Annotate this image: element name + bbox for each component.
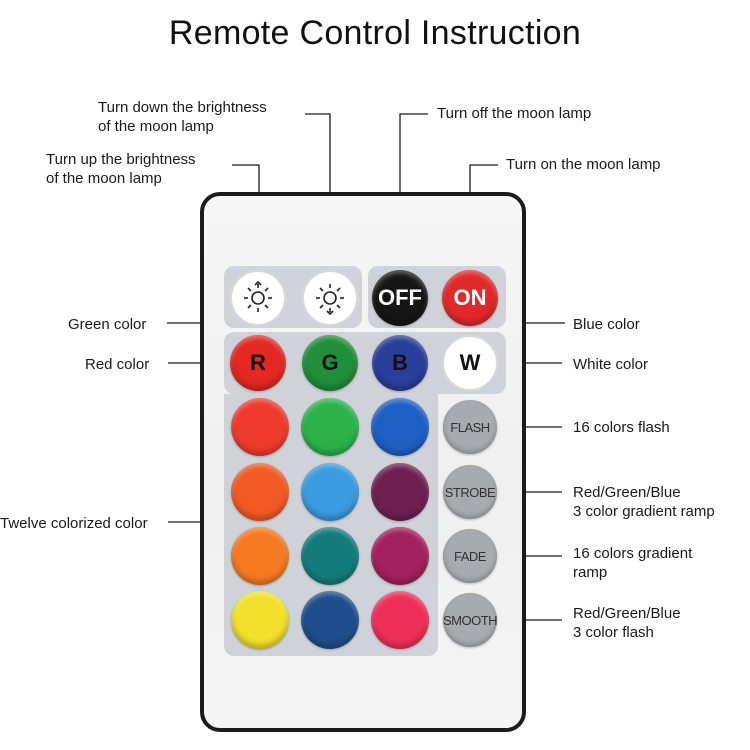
red-button[interactable]: R	[230, 335, 286, 391]
label-off: Turn off the moon lamp	[437, 105, 592, 122]
label-fade: 16 colors gradient ramp	[573, 545, 693, 581]
smooth-button[interactable]: SMOOTH	[443, 593, 498, 647]
blue-button[interactable]: B	[372, 335, 428, 391]
color-button-12[interactable]	[371, 591, 429, 649]
page-title: Remote Control Instruction	[168, 14, 582, 52]
label-green: Green color	[68, 316, 147, 333]
white-button[interactable]: W	[442, 335, 498, 391]
color-button-7[interactable]	[231, 527, 289, 585]
green-button[interactable]: G	[302, 335, 358, 391]
color-button-6[interactable]	[371, 463, 429, 521]
label-twelve-colors: Twelve colorized color	[0, 515, 148, 532]
label-strobe: Red/Green/Blue 3 color gradient ramp	[573, 484, 715, 520]
label-red: Red color	[85, 356, 150, 373]
strobe-button[interactable]: STROBE	[443, 465, 497, 519]
color-button-4[interactable]	[231, 463, 289, 521]
label-flash: 16 colors flash	[573, 419, 670, 436]
label-white: White color	[573, 356, 649, 373]
sun-up-icon	[244, 281, 272, 312]
color-button-10[interactable]	[231, 591, 289, 649]
color-button-3[interactable]	[371, 398, 429, 456]
color-button-2[interactable]	[301, 398, 359, 456]
on-button[interactable]: ON	[442, 270, 498, 326]
label-smooth: Red/Green/Blue 3 color flash	[573, 605, 681, 641]
color-button-11[interactable]	[301, 591, 359, 649]
off-button[interactable]: OFF	[372, 270, 428, 326]
label-brightness-up: Turn up the brightness of the moon lamp	[46, 151, 196, 187]
label-brightness-down: Turn down the brightness of the moon lam…	[98, 99, 267, 135]
flash-button[interactable]: FLASH	[443, 400, 497, 454]
color-button-5[interactable]	[301, 463, 359, 521]
label-blue: Blue color	[573, 316, 640, 333]
brightness-up-button[interactable]	[230, 270, 286, 326]
label-on: Turn on the moon lamp	[506, 156, 661, 173]
color-button-9[interactable]	[371, 527, 429, 585]
brightness-down-button[interactable]	[302, 270, 358, 326]
fade-button[interactable]: FADE	[443, 529, 497, 583]
color-button-8[interactable]	[301, 527, 359, 585]
color-button-1[interactable]	[231, 398, 289, 456]
sun-down-icon	[316, 284, 344, 315]
